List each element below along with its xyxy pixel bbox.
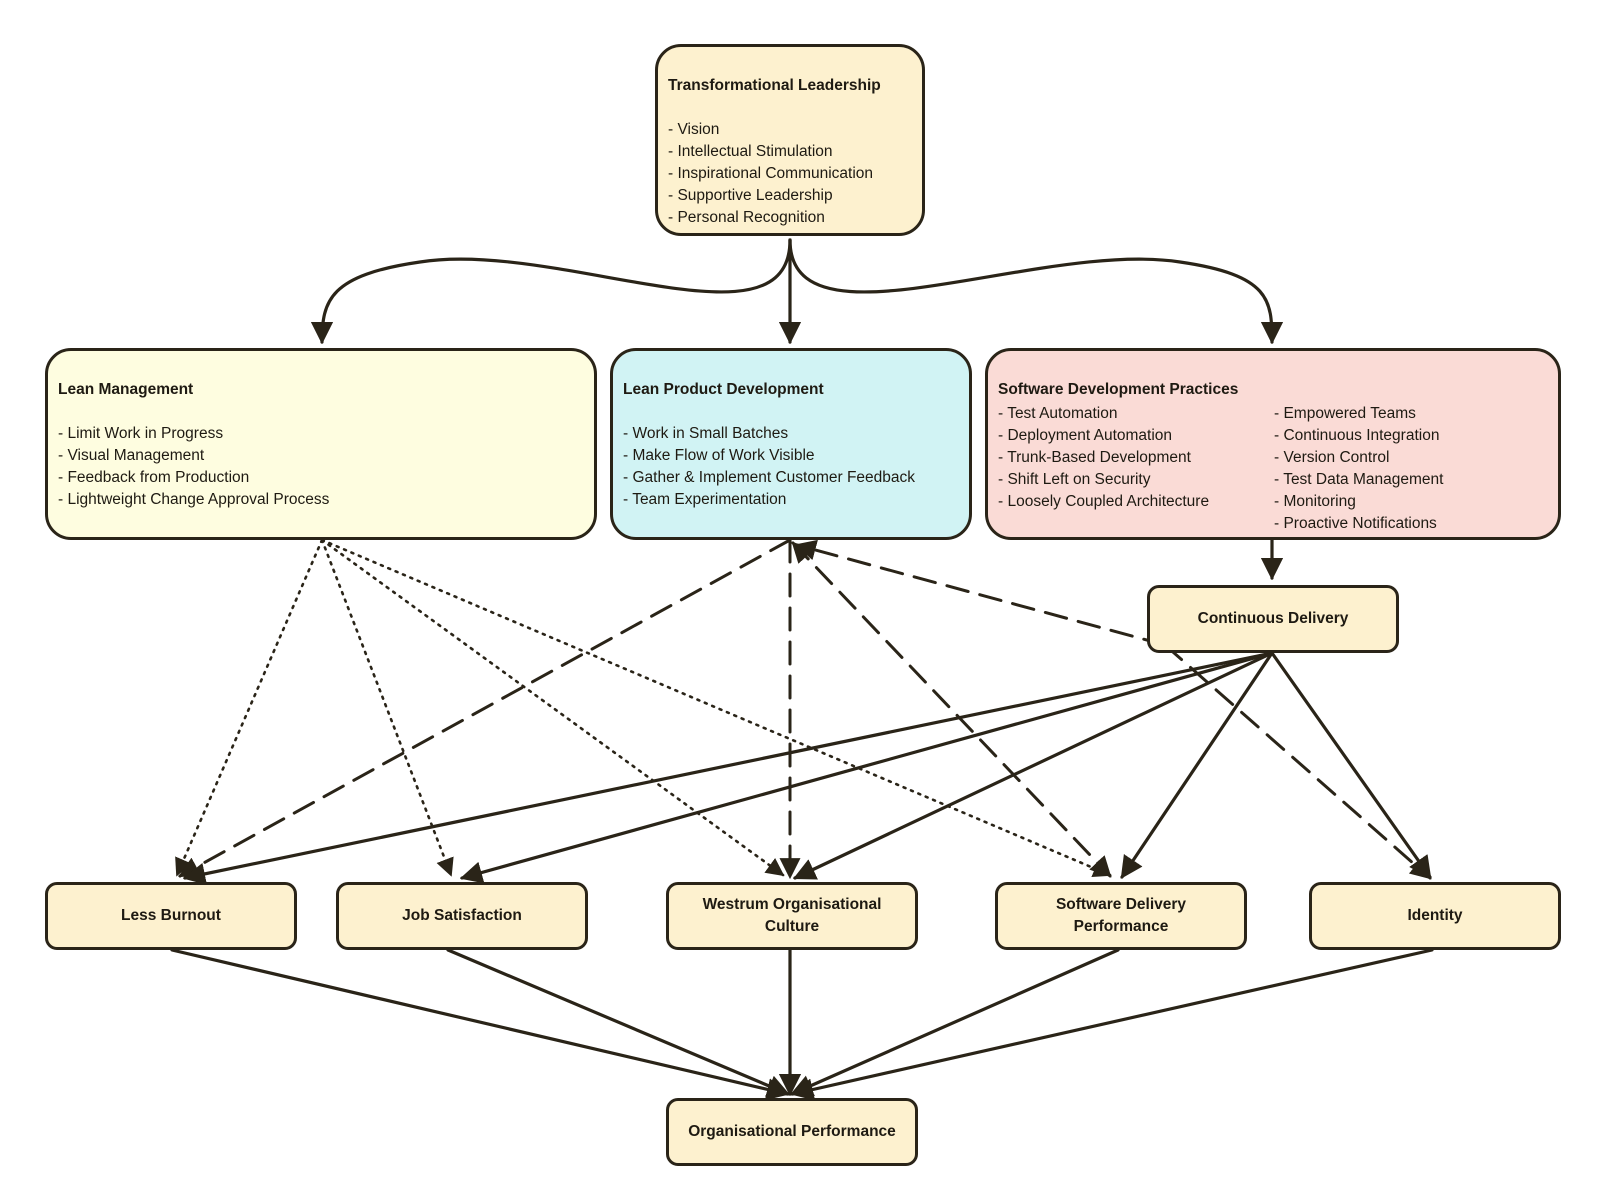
item-list: - Work in Small Batches - Make Flow of W… bbox=[623, 423, 959, 511]
list-item: - Monitoring bbox=[1274, 493, 1356, 510]
node-label: Identity bbox=[1407, 907, 1463, 924]
list-item: - Intellectual Stimulation bbox=[668, 143, 833, 160]
edge-less-burnout-to-op bbox=[170, 948, 790, 1101]
list-item: - Test Automation bbox=[998, 405, 1118, 422]
node-organisational-performance: Organisational Performance bbox=[666, 1098, 918, 1166]
node-title: Transformational Leadership bbox=[668, 77, 881, 94]
node-title: Lean Product Development bbox=[623, 381, 824, 398]
edge-cd-to-identity-dashed bbox=[1163, 643, 1432, 880]
edge-cd-to-software-delivery-performance bbox=[1120, 651, 1274, 879]
item-list: - Vision - Intellectual Stimulation - In… bbox=[668, 119, 912, 229]
edge-cd-to-less-burnout bbox=[182, 651, 1274, 885]
node-label: Organisational Performance bbox=[688, 1123, 896, 1140]
edge-cd-to-identity bbox=[1270, 651, 1432, 879]
edge-tl-to-software-development-practices bbox=[788, 238, 1284, 345]
list-item: - Version Control bbox=[1274, 449, 1390, 466]
edge-lpd-to-less-burnout bbox=[178, 538, 792, 878]
item-columns: - Test Automation - Deployment Automatio… bbox=[998, 403, 1548, 535]
node-title: Software Development Practices bbox=[998, 381, 1239, 398]
edge-lpd-to-software-delivery-performance bbox=[791, 541, 1112, 878]
item-list-right: - Empowered Teams - Continuous Integrati… bbox=[1274, 403, 1443, 535]
list-item: - Continuous Integration bbox=[1274, 427, 1440, 444]
node-title: Lean Management bbox=[58, 381, 194, 398]
list-item: - Vision bbox=[668, 121, 720, 138]
list-item: - Personal Recognition bbox=[668, 209, 825, 226]
node-label: Job Satisfaction bbox=[402, 907, 522, 924]
edge-lm-to-job-satisfaction bbox=[320, 538, 454, 877]
list-item: - Gather & Implement Customer Feedback bbox=[623, 469, 916, 486]
edge-tl-to-lean-management bbox=[310, 238, 792, 345]
edge-cd-to-job-satisfaction bbox=[459, 651, 1274, 884]
list-item: - Visual Management bbox=[58, 447, 205, 464]
item-list-left: - Test Automation - Deployment Automatio… bbox=[998, 403, 1274, 535]
list-item: - Deployment Automation bbox=[998, 427, 1173, 444]
list-item: - Empowered Teams bbox=[1274, 405, 1416, 422]
list-item: - Inspirational Communication bbox=[668, 165, 874, 182]
node-label: Continuous Delivery bbox=[1197, 610, 1349, 627]
list-item: - Supportive Leadership bbox=[668, 187, 833, 204]
edge-job-satisfaction-to-op bbox=[446, 948, 791, 1097]
list-item: - Team Experimentation bbox=[623, 491, 787, 508]
list-item: - Trunk-Based Development bbox=[998, 449, 1191, 466]
node-westrum-culture: Westrum Organisational Culture bbox=[666, 882, 918, 950]
node-continuous-delivery: Continuous Delivery bbox=[1147, 585, 1399, 653]
list-item: - Shift Left on Security bbox=[998, 471, 1151, 488]
item-list: - Limit Work in Progress - Visual Manage… bbox=[58, 423, 584, 511]
node-identity: Identity bbox=[1309, 882, 1561, 950]
list-item: - Feedback from Production bbox=[58, 469, 250, 486]
node-label: Less Burnout bbox=[121, 907, 221, 924]
node-less-burnout: Less Burnout bbox=[45, 882, 297, 950]
edge-lm-to-westrum-culture bbox=[320, 538, 785, 877]
list-item: - Lightweight Change Approval Process bbox=[58, 491, 330, 508]
list-item: - Loosely Coupled Architecture bbox=[998, 493, 1210, 510]
node-lean-management: Lean Management - Limit Work in Progress… bbox=[45, 348, 597, 540]
edge-cd-to-lean-product-development bbox=[794, 539, 1167, 647]
edge-cd-to-westrum-culture bbox=[792, 651, 1274, 880]
edge-sdp-perf-to-op bbox=[789, 948, 1120, 1097]
list-item: - Make Flow of Work Visible bbox=[623, 447, 815, 464]
list-item: - Work in Small Batches bbox=[623, 425, 789, 442]
node-label: Westrum Organisational Culture bbox=[702, 896, 882, 935]
node-lean-product-development: Lean Product Development - Work in Small… bbox=[610, 348, 972, 540]
list-item: - Limit Work in Progress bbox=[58, 425, 224, 442]
node-software-development-practices: Software Development Practices - Test Au… bbox=[985, 348, 1561, 540]
edge-identity-to-op bbox=[790, 948, 1434, 1101]
node-job-satisfaction: Job Satisfaction bbox=[336, 882, 588, 950]
node-transformational-leadership: Transformational Leadership - Vision - I… bbox=[655, 44, 925, 236]
node-software-delivery-performance: Software Delivery Performance bbox=[995, 882, 1247, 950]
edge-lm-to-less-burnout bbox=[175, 538, 324, 877]
list-item: - Proactive Notifications bbox=[1274, 515, 1437, 532]
list-item: - Test Data Management bbox=[1274, 471, 1444, 488]
node-label: Software Delivery Performance bbox=[1055, 896, 1187, 935]
